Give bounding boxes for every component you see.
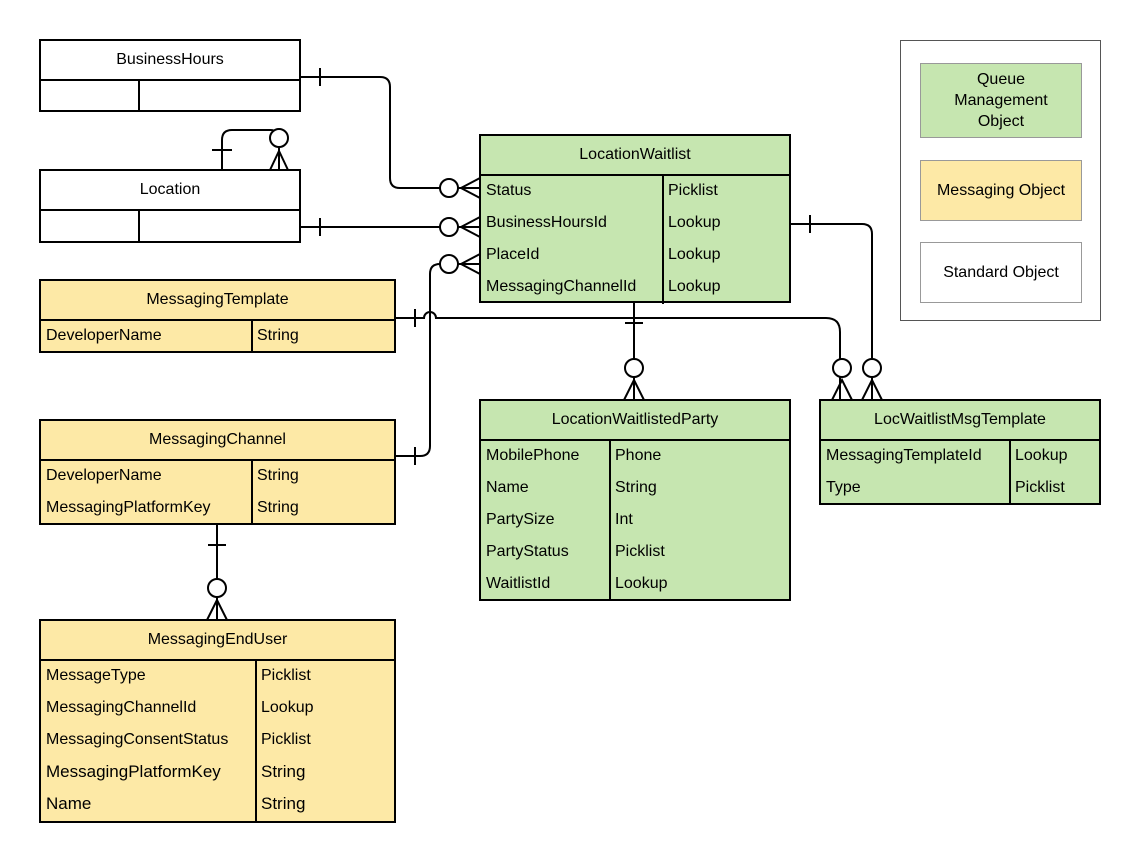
field-name: DeveloperName	[46, 467, 162, 484]
connector-location-locationwaitlist	[300, 216, 481, 238]
entity-title: Location	[41, 171, 299, 211]
column-divider	[138, 211, 140, 243]
field-type: Picklist	[261, 667, 311, 684]
column-divider	[1009, 441, 1011, 505]
field-name: BusinessHoursId	[486, 214, 607, 231]
field-row: MessagingChannelId Lookup	[41, 693, 394, 725]
column-divider	[255, 661, 257, 821]
field-name: Type	[826, 479, 861, 496]
field-type: Lookup	[261, 699, 314, 716]
connector-messagingchannel-locationwaitlist	[395, 253, 481, 465]
field-type: Lookup	[668, 214, 721, 231]
legend-label: Messaging Object	[936, 182, 1066, 199]
column-divider	[662, 176, 664, 304]
legend-label: Standard Object	[943, 264, 1059, 281]
field-name: DeveloperName	[46, 327, 162, 344]
field-name: MessagingConsentStatus	[46, 731, 229, 748]
field-name: Status	[486, 182, 532, 199]
entity-title: MessagingEndUser	[41, 621, 394, 661]
field-name: MessagingPlatformKey	[46, 762, 221, 781]
entity-title: MessagingChannel	[41, 421, 394, 461]
field-row: PlaceId Lookup	[481, 240, 789, 272]
field-type: Picklist	[615, 543, 665, 560]
legend: Queue Management Object Messaging Object…	[900, 40, 1101, 321]
entity-loc-waitlist-msg-template: LocWaitlistMsgTemplate MessagingTemplate…	[819, 399, 1101, 505]
entity-title: MessagingTemplate	[41, 281, 394, 321]
field-name: MessageType	[46, 667, 146, 684]
entity-location-waitlisted-party: LocationWaitlistedParty MobilePhone Phone…	[479, 399, 791, 601]
entity-title: LocationWaitlistedParty	[481, 401, 789, 441]
field-name: Name	[46, 794, 92, 813]
field-row: PartySize Int	[481, 505, 789, 537]
field-type: Lookup	[615, 575, 668, 592]
legend-standard-object: Standard Object	[920, 242, 1082, 303]
field-name: MobilePhone	[486, 447, 580, 464]
connector-messagingchannel-messagingenduser	[206, 524, 228, 621]
field-row: MessagingTemplateId Lookup	[821, 441, 1099, 473]
field-type: String	[257, 327, 299, 344]
entity-title: LocationWaitlist	[481, 136, 789, 176]
field-type: Lookup	[668, 246, 721, 263]
field-name: MessagingChannelId	[486, 278, 637, 295]
field-row: Name String	[481, 473, 789, 505]
field-row: MobilePhone Phone	[481, 441, 789, 473]
field-type: Lookup	[1015, 447, 1068, 464]
field-name: Name	[486, 479, 529, 496]
column-divider	[609, 441, 611, 601]
field-type: Int	[615, 511, 633, 528]
field-type: String	[615, 479, 657, 496]
entity-title: LocWaitlistMsgTemplate	[821, 401, 1099, 441]
field-type: String	[257, 499, 299, 516]
connector-location-self	[212, 128, 289, 171]
connector-locationwaitlist-locationwaitlistedparty	[623, 302, 645, 401]
field-type: String	[257, 467, 299, 484]
field-row: Type Picklist	[821, 473, 1099, 505]
legend-queue-management-object: Queue Management Object	[920, 63, 1082, 138]
field-row: BusinessHoursId Lookup	[481, 208, 789, 240]
field-name: PlaceId	[486, 246, 540, 263]
column-divider	[251, 321, 253, 353]
legend-label: Queue Management Object	[954, 71, 1048, 130]
field-name: MessagingPlatformKey	[46, 499, 211, 516]
field-row: MessagingChannelId Lookup	[481, 272, 789, 304]
column-divider	[251, 461, 253, 525]
entity-title: BusinessHours	[41, 41, 299, 81]
field-name: PartySize	[486, 511, 555, 528]
field-row: DeveloperName String	[41, 321, 394, 353]
entity-business-hours: BusinessHours	[39, 39, 301, 112]
field-row: MessageType Picklist	[41, 661, 394, 693]
field-row: PartyStatus Picklist	[481, 537, 789, 569]
field-row: DeveloperName String	[41, 461, 394, 493]
column-divider	[138, 81, 140, 112]
entity-location-waitlist: LocationWaitlist Status Picklist Business…	[479, 134, 791, 304]
field-name: MessagingChannelId	[46, 699, 197, 716]
field-name: WaitlistId	[486, 575, 551, 592]
field-type: Lookup	[668, 278, 721, 295]
field-row: Name String	[41, 789, 394, 821]
connector-locationwaitlist-locwaitlistmsgtemplate	[790, 215, 883, 401]
field-row: MessagingConsentStatus Picklist	[41, 725, 394, 757]
field-type: Picklist	[261, 731, 311, 748]
legend-messaging-object: Messaging Object	[920, 160, 1082, 221]
field-type: Phone	[615, 447, 662, 464]
field-row: WaitlistId Lookup	[481, 569, 789, 601]
field-row: MessagingPlatformKey String	[41, 757, 394, 789]
entity-messaging-template: MessagingTemplate DeveloperName String	[39, 279, 396, 353]
field-name: MessagingTemplateId	[826, 447, 982, 464]
connector-businesshours-locationwaitlist	[300, 68, 481, 199]
field-row: MessagingPlatformKey String	[41, 493, 394, 525]
entity-location: Location	[39, 169, 301, 243]
field-type: Picklist	[668, 182, 718, 199]
field-name: PartyStatus	[486, 543, 569, 560]
field-type: String	[261, 794, 306, 813]
connector-messagingtemplate-locwaitlistmsgtemplate	[395, 309, 853, 401]
field-type: Picklist	[1015, 479, 1065, 496]
field-type: String	[261, 762, 306, 781]
field-row: Status Picklist	[481, 176, 789, 208]
